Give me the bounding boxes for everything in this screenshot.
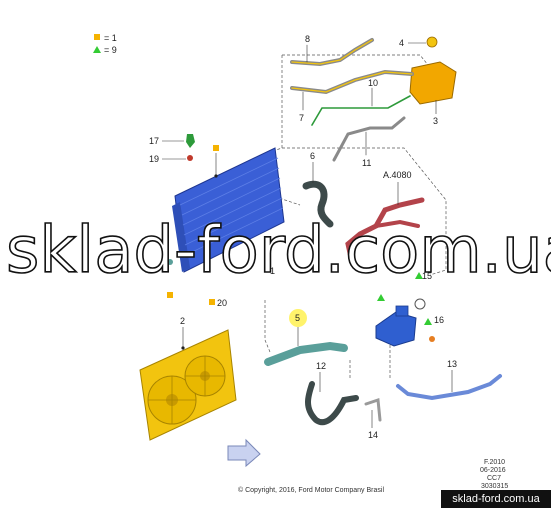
callout-labels: 8 4 10 7 3 17 19 6 11 A.4080 1 15 20 5 1… xyxy=(149,34,457,440)
hose-5 xyxy=(264,309,348,366)
fittings xyxy=(162,134,215,305)
stamp-line-3: CC7 xyxy=(487,475,501,482)
callout-2: 2 xyxy=(180,316,185,326)
hose-6 xyxy=(302,162,334,228)
radiator-square-marker xyxy=(213,145,219,151)
radiator xyxy=(172,145,285,273)
top-hoses xyxy=(290,38,414,111)
callout-17: 17 xyxy=(149,136,159,146)
callout-12: 12 xyxy=(316,361,326,371)
callout-8: 8 xyxy=(305,34,310,44)
stamp-line-2: 06-2016 xyxy=(480,467,506,474)
callout-4: 4 xyxy=(399,38,404,48)
watermark: sklad-ford.com.ua xyxy=(6,214,551,288)
legend-square-icon xyxy=(94,34,100,40)
callout-10: 10 xyxy=(368,78,378,88)
callout-15: 15 xyxy=(422,271,432,281)
legend-square-count: = 1 xyxy=(104,33,117,43)
legend: = 1 = 9 xyxy=(93,33,117,55)
legend-triangle-icon xyxy=(93,46,101,53)
callout-20: 20 xyxy=(217,298,227,308)
mid-hoses xyxy=(311,87,411,162)
callout-16: 16 xyxy=(434,315,444,325)
callout-6: 6 xyxy=(310,151,315,161)
callout-3: 3 xyxy=(433,116,438,126)
fan-shroud xyxy=(139,327,237,441)
callout-7: 7 xyxy=(299,113,304,123)
callout-13: 13 xyxy=(447,359,457,369)
stamp-line-4: 3030315 xyxy=(481,483,508,490)
callout-11: 11 xyxy=(362,158,371,168)
hose-13 xyxy=(396,370,502,401)
thermostat-housing xyxy=(375,272,435,347)
hose-a4080 xyxy=(345,182,425,273)
callout-14: 14 xyxy=(368,430,378,440)
legend-triangle-count: = 9 xyxy=(104,45,117,55)
stamp-line-1: F.2010 xyxy=(484,459,505,466)
callout-19: 19 xyxy=(149,154,159,164)
view-arrow-icon xyxy=(227,438,261,468)
callout-5: 5 xyxy=(295,313,300,323)
drawing-stamp: F.2010 06-2016 CC7 3030315 xyxy=(480,459,508,490)
copyright: © Copyright, 2016, Ford Motor Company Br… xyxy=(238,486,384,494)
callout-a4080: A.4080 xyxy=(383,170,412,180)
pipe-14 xyxy=(364,397,382,428)
expansion-tank xyxy=(408,36,457,114)
hose-12 xyxy=(305,372,359,426)
callout-18: 1 xyxy=(270,266,275,276)
site-badge: sklad-ford.com.ua xyxy=(441,490,551,508)
